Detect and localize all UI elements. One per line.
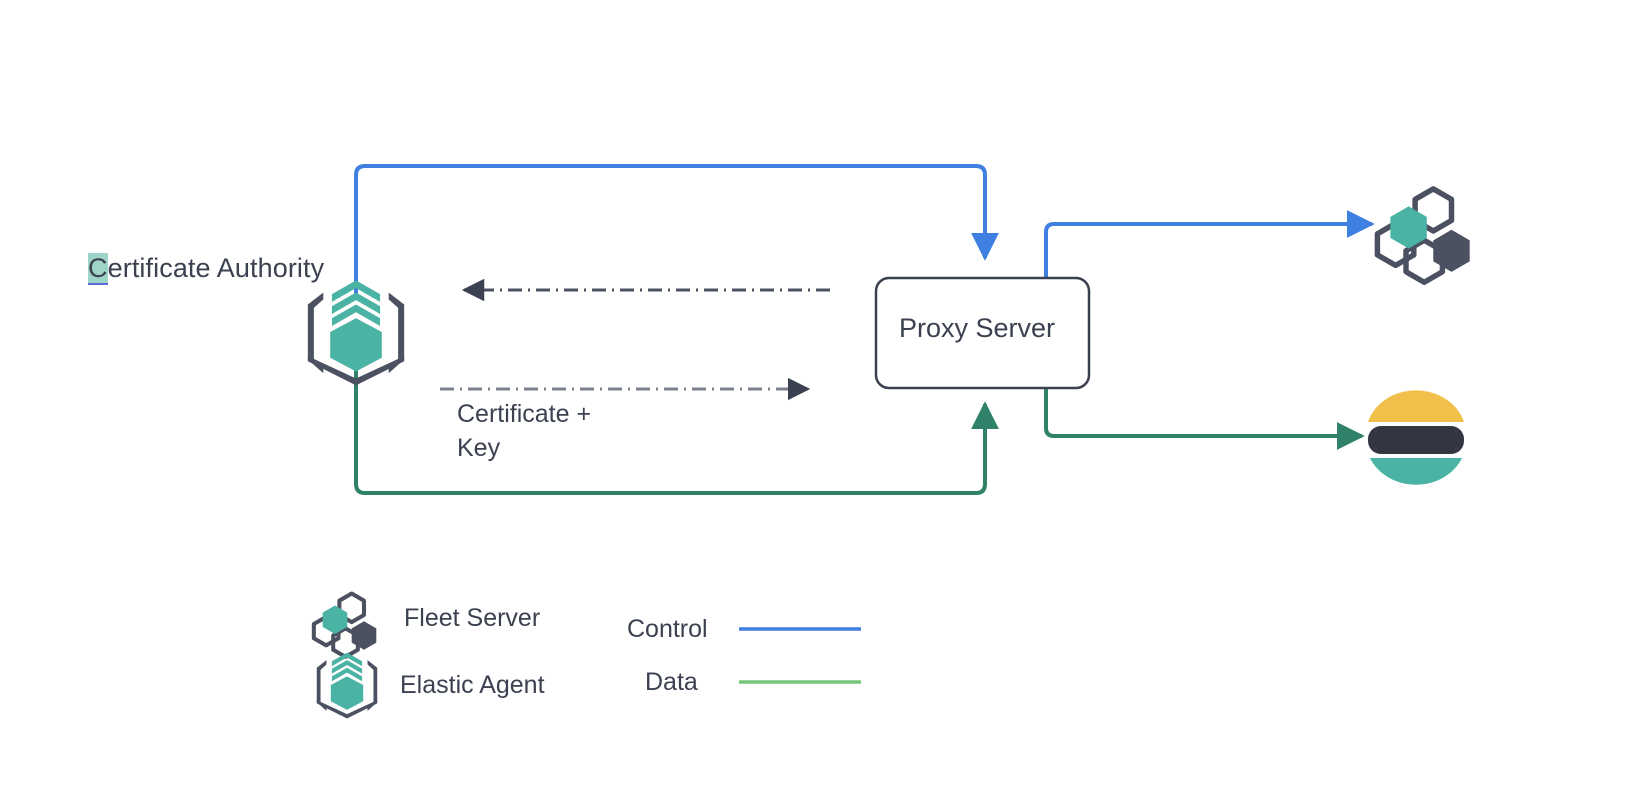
certificate-authority-rest: ertificate Authority	[107, 253, 325, 283]
fleet-server-icon[interactable]	[1374, 186, 1470, 286]
certificate-authority-label: Certificate Authority	[88, 253, 324, 284]
legend-control-label: Control	[627, 615, 708, 643]
edge-agent-to-proxy-data	[354, 370, 999, 495]
proxy-server-box[interactable]	[874, 276, 1091, 390]
legend-fleet-server-icon	[311, 591, 377, 659]
edge-proxy-to-fleet-control	[1044, 210, 1375, 285]
edge-agent-to-proxy-control	[354, 164, 999, 300]
legend-elastic-agent-label: Elastic Agent	[400, 671, 545, 699]
elastic-agent-icon[interactable]	[307, 280, 405, 386]
legend-fleet-server-label: Fleet Server	[404, 604, 541, 632]
certificate-authority-highlight: C	[88, 253, 108, 283]
legend-elastic-agent-icon	[316, 652, 378, 719]
elasticsearch-icon[interactable]	[1368, 390, 1464, 485]
certificate-key-edge-label: Certificate + Key	[457, 400, 592, 462]
legend-data-label: Data	[645, 668, 698, 696]
proxy-server-label: Proxy Server	[899, 313, 1056, 343]
edge-proxy-to-elasticsearch-data	[1044, 380, 1365, 450]
